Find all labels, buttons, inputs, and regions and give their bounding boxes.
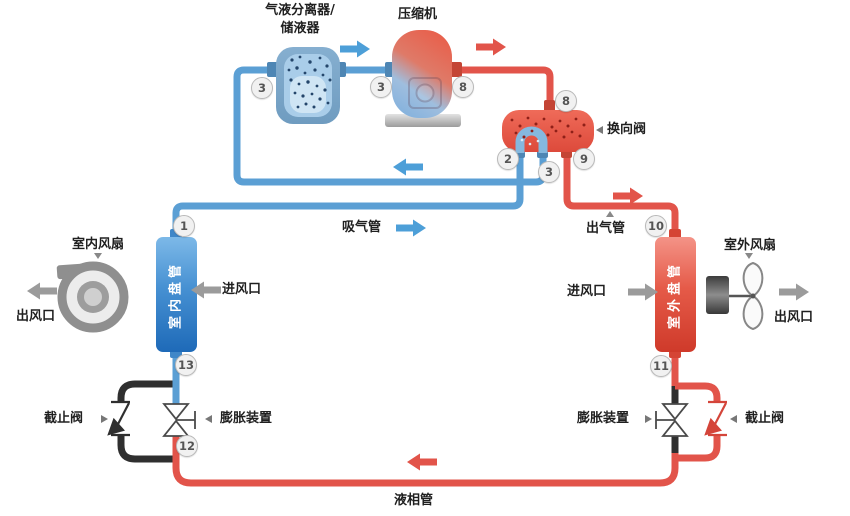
outdoor-fan-pointer-icon [745,253,753,259]
outdoor-fan-icon [706,261,764,331]
air-in-right-label: 进风口 [567,284,607,299]
expansion-left-label: 膨胀装置 [220,411,273,426]
expansion-left-pointer-icon [205,415,212,423]
discharge-and-liquid-pipes [172,66,721,487]
discharge-pipe-label: 出气管 [586,221,626,236]
indoor-expansion-valve [162,403,196,437]
reversing-valve-pointer-icon [596,126,603,134]
badge-separator-in: 3 [251,77,273,99]
flow-arrow-cold-left-icon [393,158,423,176]
separator-label-line1: 气液分离器/ [265,3,335,18]
stop-valve-right-label: 截止阀 [745,411,785,426]
indoor-coil-label: 室内盘管 [168,261,184,330]
accumulator-droplets [287,55,332,109]
badge-valve-left: 2 [497,148,519,170]
suction-line-pipes [172,66,547,404]
indoor-fan-label: 室内风扇 [72,237,125,252]
air-out-right-arrow-icon [779,283,809,301]
flow-arrow-cold-right-icon [340,40,370,58]
flow-arrows [27,38,809,471]
accumulator [276,47,340,124]
badge-indoor-expansion: 12 [176,435,198,457]
liquid-pipe-label: 液相管 [394,493,434,508]
outdoor-expansion-valve [655,403,689,437]
badge-valve-right: 9 [573,148,595,170]
stop-valve-left-pointer-icon [101,415,108,423]
reversing-valve-droplets [510,116,586,139]
reversing-valve-label: 换向阀 [607,122,647,137]
outdoor-coil-label: 室外盘管 [667,261,683,330]
reversing-valve-mist [520,138,540,146]
badge-valve-top: 8 [555,90,577,112]
air-out-left-arrow-icon [27,282,57,300]
badge-indoor-bottom: 13 [175,354,197,376]
separator-label-line2: 储液器 [280,21,320,36]
badge-compressor-in: 3 [370,76,392,98]
suction-flow-arrow-icon [396,219,426,237]
stop-valve-right-pointer-icon [730,415,737,423]
stop-valve-left-label: 截止阀 [44,411,84,426]
air-in-right-arrow-icon [628,283,658,301]
suction-pipe-label: 吸气管 [342,220,382,235]
discharge-flow-arrow-icon [613,187,643,205]
badge-valve-bottom: 3 [538,161,560,183]
outdoor-fan-label: 室外风扇 [724,238,777,253]
compressor [385,30,461,127]
air-out-right-label: 出风口 [774,310,814,325]
air-in-left-arrow-icon [191,281,221,299]
badge-compressor-out: 8 [452,76,474,98]
expansion-right-pointer-icon [645,415,652,423]
badge-outdoor-top: 10 [645,215,667,237]
compressor-label: 压缩机 [398,7,438,22]
outdoor-stop-valve [704,400,727,437]
reversing-valve [502,110,594,153]
air-in-left-label: 进风口 [222,282,262,297]
air-out-left-label: 出风口 [16,309,56,324]
outdoor-coil [655,237,696,352]
indoor-bypass-pipe [117,380,176,463]
indoor-stop-valve [107,400,130,437]
liquid-flow-arrow-icon [407,453,437,471]
expansion-right-label: 膨胀装置 [577,411,630,426]
badge-outdoor-bottom: 11 [650,355,672,377]
discharge-pipe-pointer-icon [606,211,614,217]
badge-indoor-top: 1 [173,215,195,237]
flow-arrow-hot-right-icon [476,38,506,56]
indoor-fan-pointer-icon [94,253,102,259]
indoor-coil [156,237,197,352]
indoor-fan-icon [56,261,129,333]
